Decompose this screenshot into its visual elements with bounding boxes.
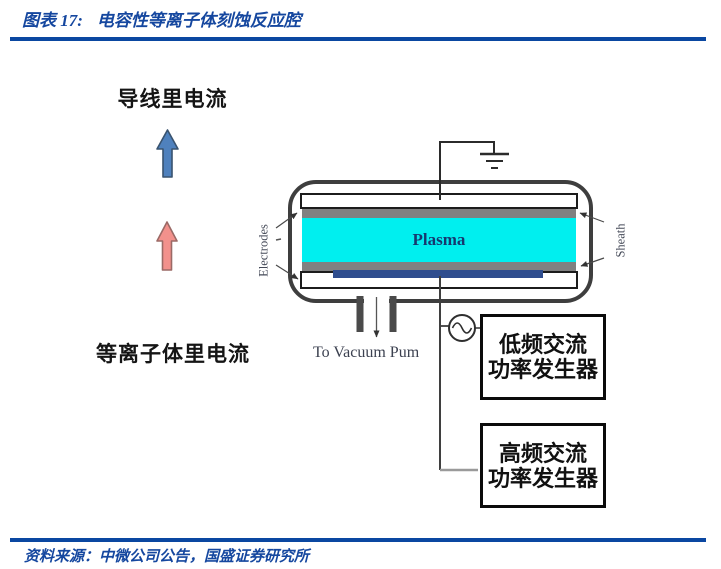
high-freq-generator-line1: 高频交流: [498, 440, 587, 466]
ac-source-icon: [448, 314, 476, 342]
high-freq-generator-box: 高频交流 功率发生器: [480, 423, 606, 508]
current-arrows: [156, 129, 179, 271]
top-electrode: [300, 193, 578, 209]
top-sheath-strip: [302, 209, 576, 218]
sheath-label: Sheath: [613, 223, 628, 258]
plasma-current-label: 等离子体里电流: [96, 343, 250, 366]
low-freq-generator-box: 低频交流 功率发生器: [480, 314, 606, 400]
up-arrow-pink-icon: [156, 221, 178, 271]
up-arrow-blue-icon: [156, 129, 179, 178]
wire-current-label: 导线里电流: [117, 88, 228, 111]
bottom-divider-rule: [10, 538, 706, 542]
top-divider-rule: [10, 37, 706, 41]
figure-caption: 图表 17: 电容性等离子体刻蚀反应腔: [22, 6, 301, 31]
high-freq-generator-line2: 功率发生器: [487, 465, 598, 491]
ground-icon: [480, 152, 509, 169]
figure-title: 电容性等离子体刻蚀反应腔: [96, 11, 301, 30]
low-freq-generator-line1: 低频交流: [498, 332, 587, 357]
figure-number-label: 图表 17:: [22, 11, 83, 30]
low-freq-generator-line2: 功率发生器: [487, 357, 598, 382]
electrodes-label: Electrodes: [256, 224, 271, 277]
source-note: 资料来源：中微公司公告，国盛证券研究所: [24, 549, 310, 565]
wafer-bar: [333, 270, 543, 278]
bottom-sheath-strip: [302, 262, 576, 271]
plasma-label: Plasma: [412, 230, 466, 249]
electrodes-dash: [275, 238, 282, 241]
plasma-region: Plasma: [302, 218, 576, 262]
vacuum-pump-label: To Vacuum Pum: [313, 344, 420, 361]
